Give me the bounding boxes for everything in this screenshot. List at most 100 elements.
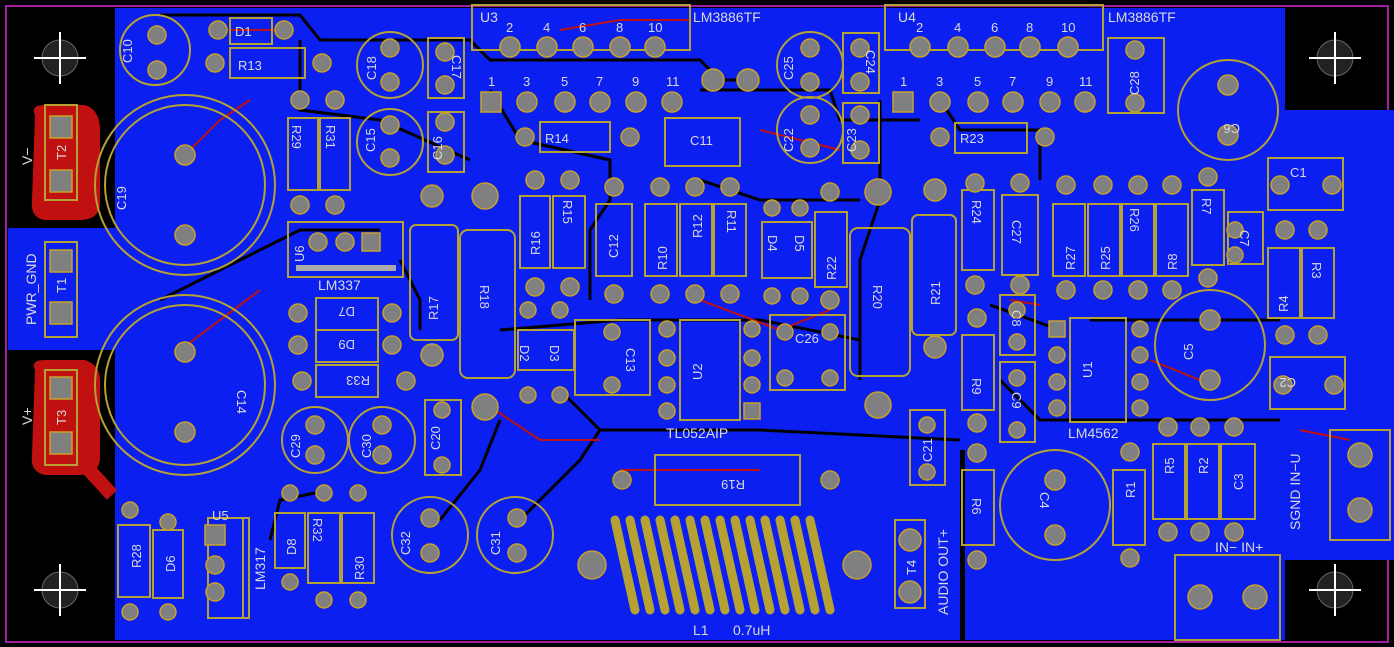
label-c12: C12 (606, 234, 621, 258)
label-r22: R22 (824, 256, 839, 280)
label-r30: R30 (352, 556, 367, 580)
label-c6: C6 (1223, 121, 1240, 136)
label-r26: R26 (1127, 208, 1142, 232)
label-r13: R13 (238, 58, 262, 73)
pin-label: 9 (632, 74, 639, 89)
label-c11: C11 (690, 133, 713, 148)
label-t3-function: V+ (19, 407, 35, 425)
label-r8: R8 (1165, 253, 1180, 270)
label-c22: C22 (781, 128, 796, 152)
label-r14: R14 (545, 131, 569, 146)
label-c14: C14 (234, 390, 249, 414)
label-r17: R17 (426, 296, 441, 320)
label-c2: C2 (1279, 375, 1296, 390)
label-r25: R25 (1098, 246, 1113, 270)
label-c7: C7 (1237, 230, 1252, 247)
pin-label: 8 (616, 20, 623, 35)
label-c5: C5 (1181, 343, 1196, 360)
label-t3: T3 (54, 410, 69, 425)
label-r33: R33 (346, 373, 370, 388)
label-d1: D1 (235, 24, 252, 39)
label-c23: C23 (844, 128, 859, 152)
t3-trace (74, 455, 118, 500)
label-r5: R5 (1162, 457, 1177, 474)
label-c32: C32 (398, 531, 413, 555)
label-c25: C25 (781, 56, 796, 80)
label-u4-part: LM3886TF (1108, 9, 1176, 25)
pin-label: 5 (974, 74, 981, 89)
silkscreen-labels: T2 V− T1 PWR_GND T3 V+ T4 AUDIO OUT+ IN−… (19, 9, 1324, 638)
label-d7: D7 (338, 304, 355, 319)
label-c15: C15 (363, 128, 378, 152)
label-u2: U2 (690, 363, 705, 380)
label-u3: U3 (480, 9, 498, 25)
label-r21: R21 (928, 281, 943, 305)
pin-label: 7 (1009, 74, 1016, 89)
label-c17: C17 (449, 55, 464, 79)
label-r31: R31 (323, 125, 338, 149)
label-u2-part: TL052AIP (666, 425, 728, 441)
label-c20: C20 (428, 426, 443, 450)
label-t1-function: PWR_GND (23, 253, 39, 325)
label-r2: R2 (1196, 457, 1211, 474)
label-c31: C31 (488, 531, 503, 555)
label-t4: T4 (904, 560, 919, 575)
inductor-coil (610, 515, 835, 615)
pin-label: 11 (666, 74, 680, 89)
label-c28: C28 (1127, 71, 1142, 95)
pin-label: 4 (543, 20, 550, 35)
pin-label: 8 (1026, 20, 1033, 35)
label-d6: D6 (163, 555, 178, 572)
label-r24: R24 (969, 200, 984, 224)
label-r29: R29 (289, 125, 304, 149)
label-t1: T1 (54, 278, 69, 293)
top-traces (179, 19, 1351, 471)
label-r12: R12 (690, 214, 705, 238)
label-u1: U1 (1080, 361, 1095, 378)
label-c1: C1 (1290, 165, 1307, 180)
label-c3: C3 (1231, 473, 1246, 490)
label-r6: R6 (969, 498, 984, 515)
label-t2: T2 (54, 145, 69, 160)
label-c18: C18 (364, 56, 379, 80)
pin-label: 11 (1079, 74, 1093, 89)
pin-label: 10 (1061, 20, 1075, 35)
label-c21: C21 (920, 438, 935, 462)
mounting-hole-icon (34, 32, 86, 84)
label-r3: R3 (1309, 262, 1324, 279)
label-u5-part: LM317 (252, 547, 268, 590)
label-r10: R10 (655, 246, 670, 270)
t2-copper (31, 105, 100, 220)
label-c13: C13 (623, 348, 638, 372)
label-r27: R27 (1063, 246, 1078, 270)
pin-label: 6 (579, 20, 586, 35)
t3-copper (31, 360, 100, 475)
pin-label: 2 (916, 20, 923, 35)
mounting-hole-icon (34, 564, 86, 616)
mounting-hole-icon (1309, 564, 1361, 616)
label-r15: R15 (560, 200, 575, 224)
label-c29: C29 (288, 434, 303, 458)
label-r18: R18 (477, 285, 492, 309)
label-r28: R28 (129, 544, 144, 568)
label-u1-part: LM4562 (1068, 425, 1119, 441)
label-u6: U6 (292, 245, 307, 262)
label-c26: C26 (795, 331, 819, 346)
mounting-hole-icon (1309, 32, 1361, 84)
label-c24: C24 (863, 50, 878, 74)
label-d2: D2 (517, 345, 532, 362)
pin-label: 9 (1046, 74, 1053, 89)
pin-label: 2 (506, 20, 513, 35)
label-c16: C16 (430, 136, 445, 160)
label-r32: R32 (310, 518, 325, 542)
label-d8: D8 (284, 538, 299, 555)
label-u5: U5 (212, 508, 229, 523)
label-r16: R16 (528, 231, 543, 255)
label-u4: U4 (898, 9, 916, 25)
label-c19: C19 (114, 186, 129, 210)
label-u6-part: LM337 (318, 277, 361, 293)
label-d4: D4 (765, 235, 780, 252)
copper-pour-left (8, 228, 115, 350)
label-d3: D3 (547, 345, 562, 362)
